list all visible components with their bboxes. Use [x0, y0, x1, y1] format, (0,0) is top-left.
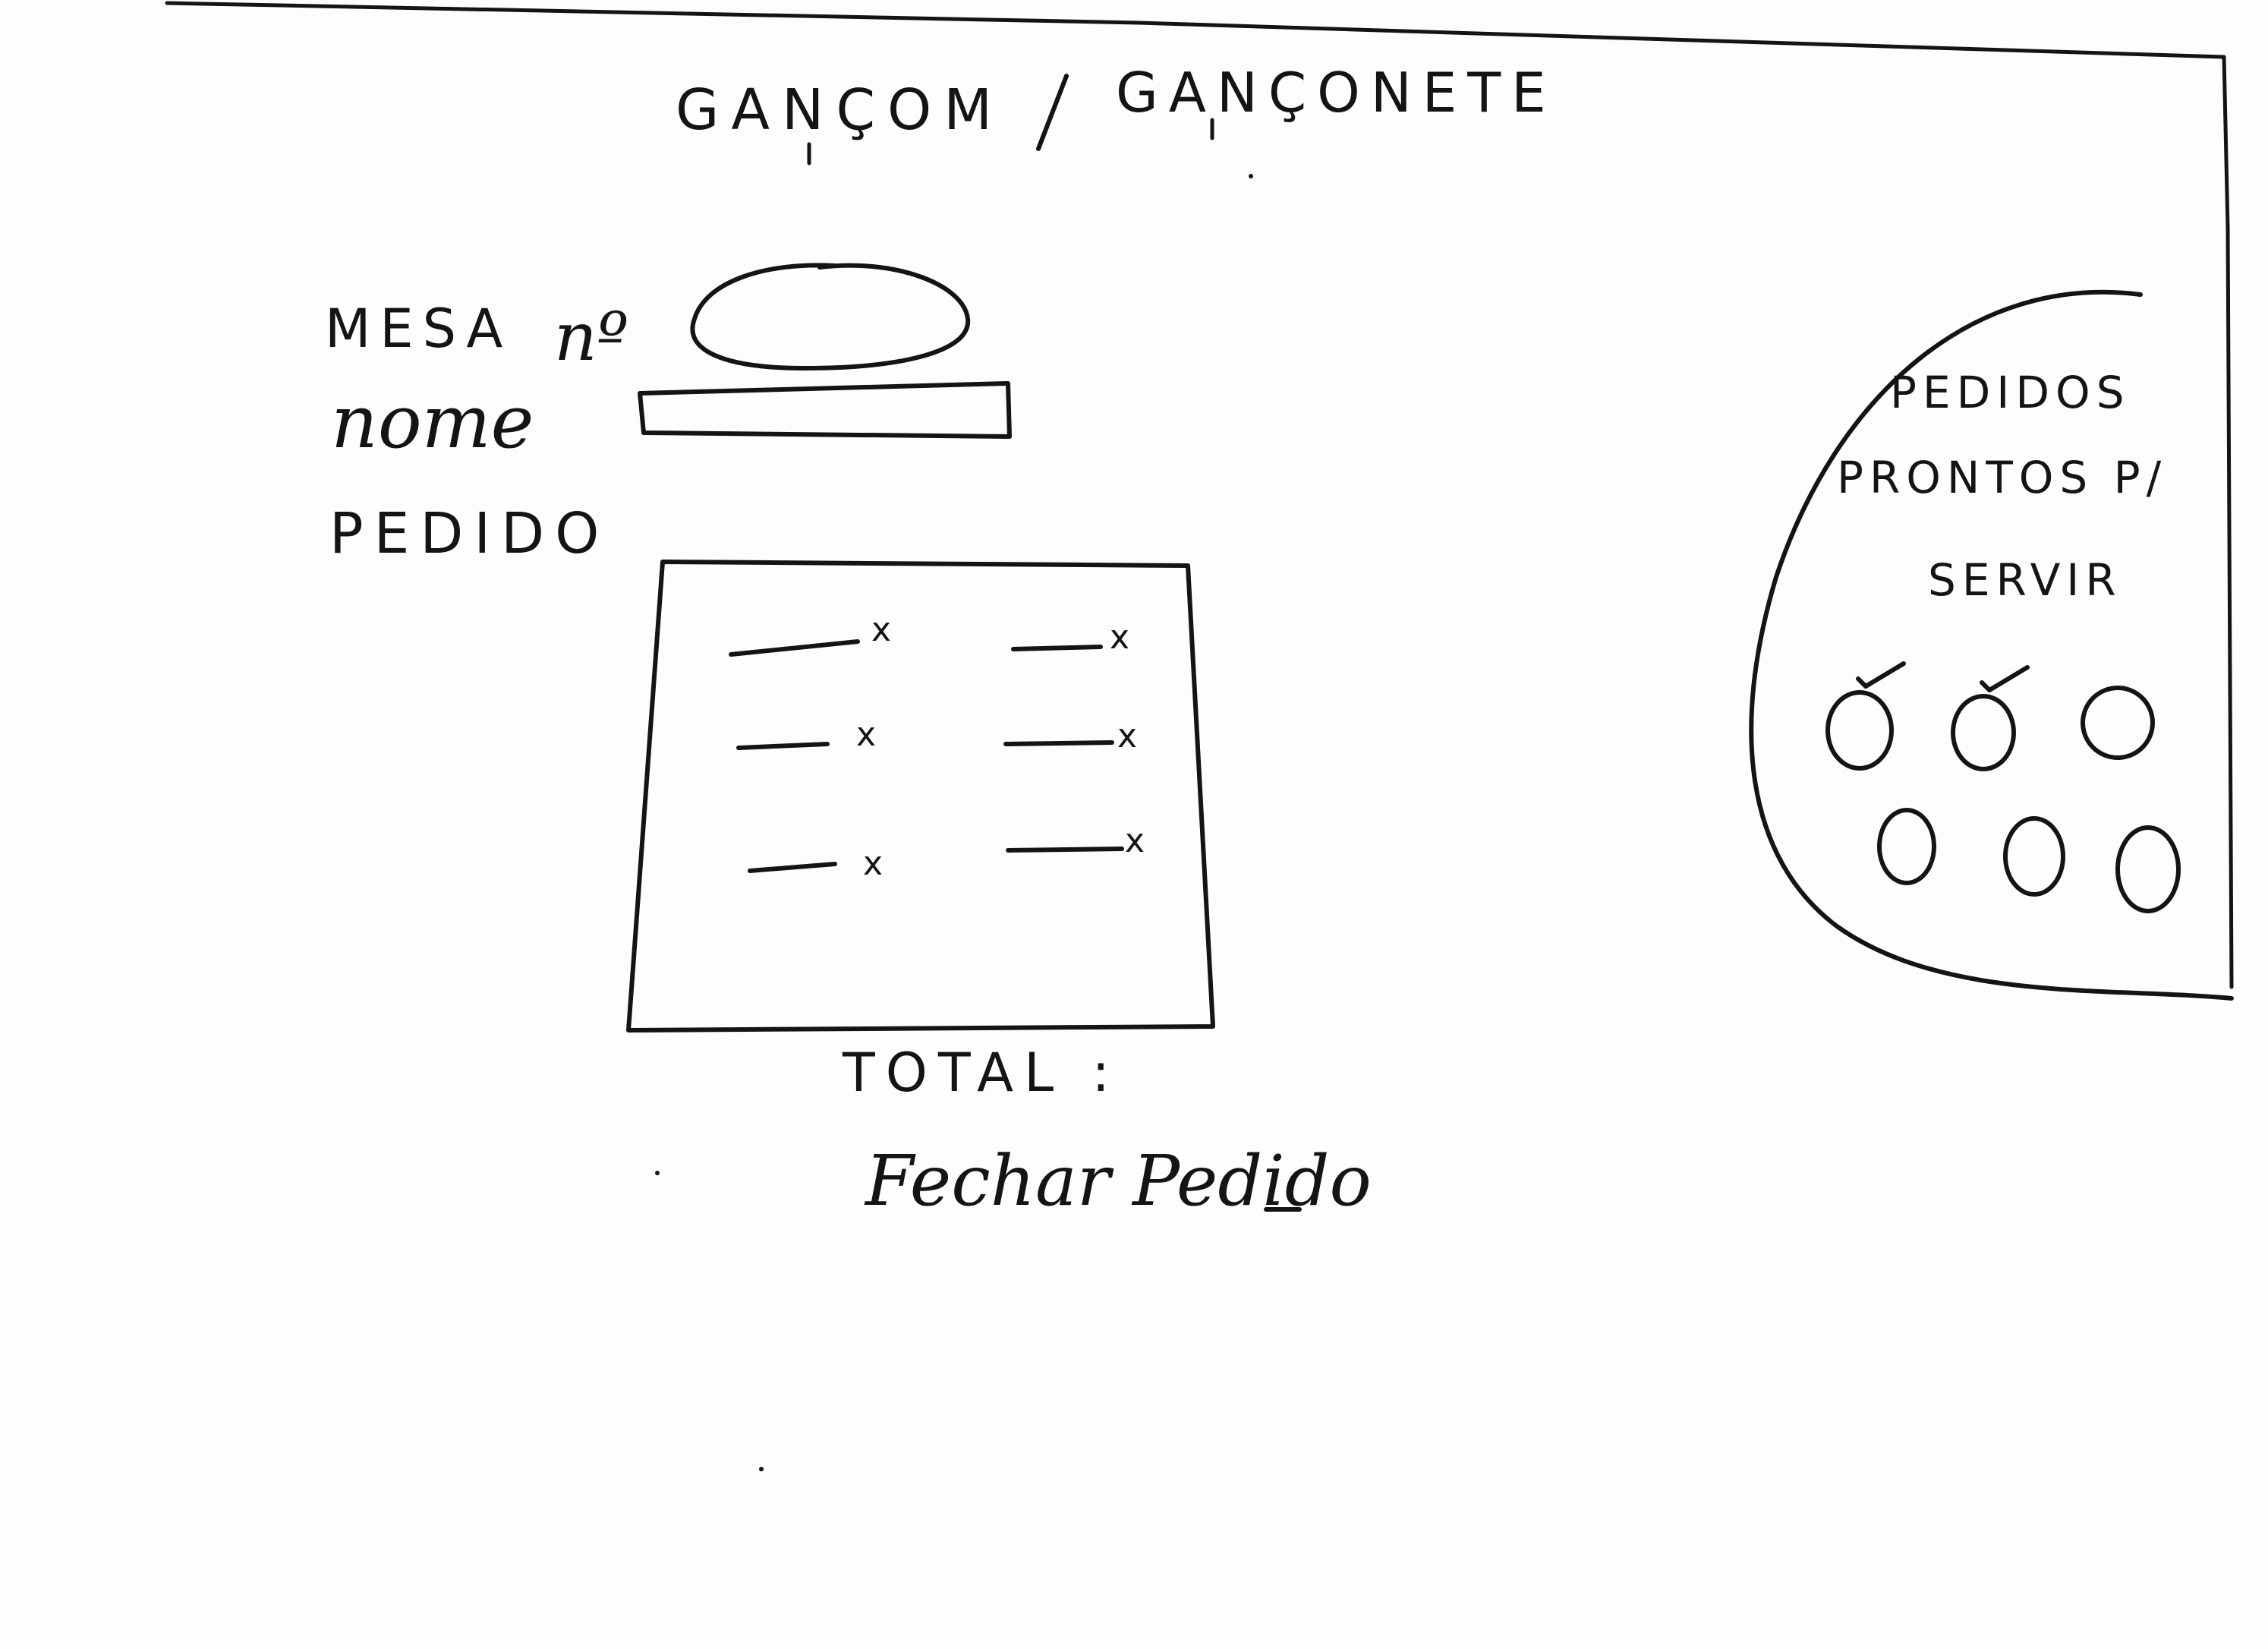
name-label: nome: [331, 380, 534, 465]
ready-order-circle[interactable]: [1825, 690, 1894, 771]
order-label: PEDIDO: [329, 501, 610, 566]
order-item-remove-mark[interactable]: x: [1125, 821, 1145, 860]
ready-order-circle[interactable]: [2115, 825, 2181, 913]
ready-order-item[interactable]: [1951, 665, 2030, 771]
order-item-line[interactable]: [1003, 740, 1114, 746]
ready-order-item[interactable]: [2003, 816, 2065, 897]
table-label: MESA: [325, 298, 512, 360]
title-separator-slash: [1036, 74, 1069, 151]
right-border-line: [2222, 55, 2234, 989]
order-item-line[interactable]: [729, 639, 860, 657]
order-item-line[interactable]: [1006, 847, 1124, 853]
order-item-line[interactable]: [736, 742, 830, 750]
ready-panel-line3: SERVIR: [1928, 554, 2122, 606]
ready-orders-panel-outline: [1749, 289, 2234, 1001]
ready-order-circle[interactable]: [1951, 694, 2016, 771]
table-number-oval[interactable]: [690, 263, 971, 370]
order-item-remove-mark[interactable]: x: [1117, 717, 1137, 755]
page-title-left: GANÇOM: [676, 77, 1005, 143]
order-item-line[interactable]: [748, 862, 837, 873]
stray-dot: [759, 1467, 764, 1471]
order-list-box: [626, 560, 1215, 1033]
order-item-remove-mark[interactable]: x: [871, 610, 891, 649]
top-border-line: [165, 1, 2226, 59]
table-number-label: nº: [554, 298, 629, 376]
order-item-remove-mark[interactable]: x: [863, 844, 883, 883]
stray-dot: [1249, 174, 1253, 178]
stray-dot: [655, 1171, 660, 1175]
ready-order-item[interactable]: [1825, 661, 1906, 771]
order-item-line[interactable]: [1011, 645, 1103, 651]
page-title-right: GANÇONETE: [1116, 61, 1557, 125]
checkmark-icon: [1856, 661, 1906, 689]
ready-order-circle[interactable]: [2081, 686, 2155, 760]
ready-order-item[interactable]: [1877, 808, 1936, 885]
ready-order-item[interactable]: [2081, 686, 2155, 760]
ready-order-item[interactable]: [2115, 825, 2181, 913]
order-item-remove-mark[interactable]: x: [1110, 618, 1129, 657]
ready-order-circle[interactable]: [1877, 808, 1936, 885]
close-order-button[interactable]: Fechar Pedido: [865, 1140, 1372, 1222]
checkmark-icon: [1980, 665, 2030, 692]
ready-order-circle[interactable]: [2003, 816, 2065, 897]
total-label: TOTAL :: [843, 1042, 1120, 1104]
ready-panel-line1: PEDIDOS: [1890, 367, 2131, 418]
name-input-box[interactable]: [638, 381, 1012, 439]
order-item-remove-mark[interactable]: x: [856, 715, 876, 754]
ready-panel-line2: PRONTOS P/: [1837, 452, 2168, 503]
